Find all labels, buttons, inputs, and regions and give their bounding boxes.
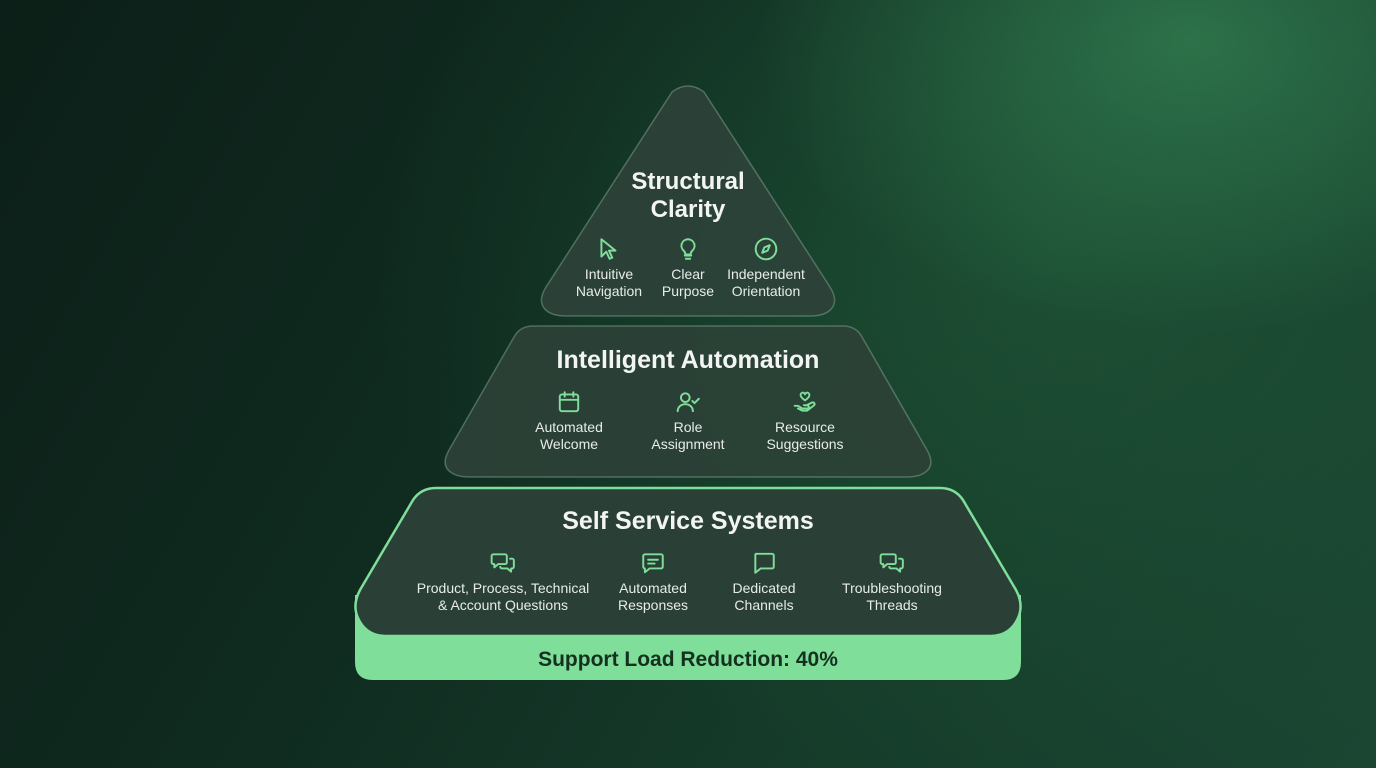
item-clear-purpose: Clear Purpose xyxy=(588,236,788,300)
item-label: Clear Purpose xyxy=(661,266,715,299)
user-check-icon xyxy=(676,392,700,413)
item-label: Product, Process, Technical & Account Qu… xyxy=(416,580,590,613)
chat-bubbles-icon xyxy=(490,553,515,573)
item-label: Troubleshooting Threads xyxy=(842,580,942,613)
item-troubleshooting-threads: Troubleshooting Threads xyxy=(792,550,992,614)
item-resource-suggestions: Resource Suggestions xyxy=(705,389,905,453)
chat-bubbles-icon xyxy=(879,553,904,573)
item-dedicated-channels: Dedicated Channels xyxy=(664,550,864,614)
tier-bottom-title: Self Service Systems xyxy=(562,507,814,535)
item-automated-welcome: Automated Welcome xyxy=(469,389,669,453)
compass-icon xyxy=(754,237,778,261)
item-independent-orientation: Independent Orientation xyxy=(666,236,866,300)
support-load-metric: Support Load Reduction: 40% xyxy=(538,648,838,671)
item-label: Independent Orientation xyxy=(727,266,805,299)
item-product-process-questions: Product, Process, Technical & Account Qu… xyxy=(383,550,623,614)
item-automated-responses: Automated Responses xyxy=(553,550,753,614)
item-label: Resource Suggestions xyxy=(766,419,844,452)
item-label: Dedicated Channels xyxy=(732,580,796,613)
tier-middle-title: Intelligent Automation xyxy=(556,346,820,374)
tier-top-title: Structural Clarity xyxy=(588,168,788,224)
item-label: Role Assignment xyxy=(651,419,725,452)
message-text-icon xyxy=(642,553,664,574)
item-role-assignment: Role Assignment xyxy=(588,389,788,453)
lightbulb-icon xyxy=(680,238,696,260)
item-label: Automated Welcome xyxy=(535,419,603,452)
tier-bottom-shape xyxy=(354,486,1022,638)
cursor-pointer-icon xyxy=(600,238,617,260)
tier-top-title-line1: Structural xyxy=(631,168,745,195)
tier-top-title-line2: Clarity xyxy=(650,196,726,223)
item-intuitive-navigation: Intuitive Navigation xyxy=(509,236,709,300)
item-label: Intuitive Navigation xyxy=(575,266,643,299)
hand-heart-icon xyxy=(793,391,816,412)
calendar-icon xyxy=(558,391,580,413)
item-label: Automated Responses xyxy=(617,580,689,613)
message-square-icon xyxy=(754,552,775,574)
